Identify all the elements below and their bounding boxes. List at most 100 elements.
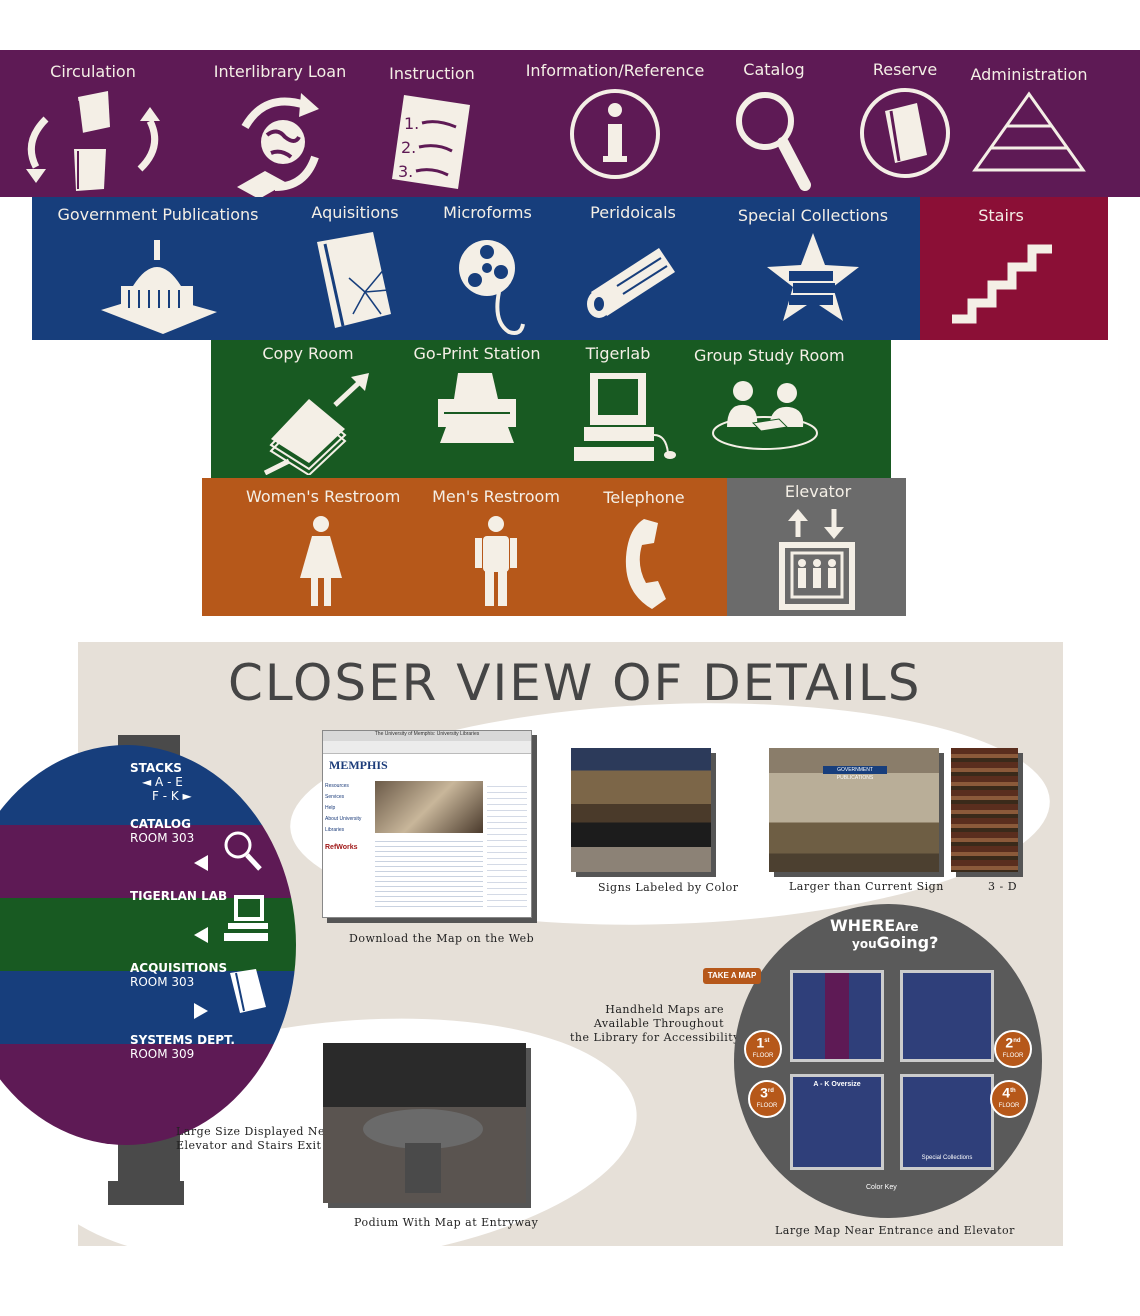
sign-label: Tigerlab xyxy=(585,344,651,363)
sign-label: Women's Restroom xyxy=(246,487,401,506)
instruction-icon: 1. 2. 3. xyxy=(392,95,470,189)
svg-text:2.: 2. xyxy=(401,138,416,157)
photo-gov-sign: GOVERNMENT PUBLICATIONS xyxy=(823,766,887,781)
circulation-icon xyxy=(26,91,160,191)
sign-information-reference: Information/Reference xyxy=(524,61,706,186)
floor-badge-4: 4th FLOOR xyxy=(990,1080,1028,1118)
caption-larger: Larger than Current Sign xyxy=(789,880,944,893)
large-map: WHEREAre youGoing? A - K Oversize Specia… xyxy=(734,904,1042,1218)
wf-systems: SYSTEMS DEPT. ROOM 309 xyxy=(130,1033,235,1061)
sign-interlibrary-loan: Interlibrary Loan xyxy=(205,62,355,199)
paper-stack-icon xyxy=(263,373,369,475)
row1-band xyxy=(0,50,1140,197)
svg-text:3.: 3. xyxy=(398,162,413,181)
elevator-icon xyxy=(779,509,855,610)
pylon-base xyxy=(108,1181,184,1205)
wf-magnifier-icon xyxy=(224,831,262,871)
interlibrary-loan-icon xyxy=(237,93,319,199)
take-a-map-badge: TAKE A MAP xyxy=(703,968,761,984)
sign-label: Elevator xyxy=(784,482,852,501)
wf-arrow-left xyxy=(194,927,208,943)
newspaper-icon xyxy=(587,248,675,318)
photo-podium xyxy=(323,1043,526,1203)
sign-label: Aquisitions xyxy=(311,203,399,222)
sign-tigerlab: Tigerlab xyxy=(570,344,676,465)
caption-3d: 3 - D xyxy=(988,880,1018,893)
caption-handheld: Handheld Maps are Available Throughout t… xyxy=(570,1003,740,1044)
telephone-icon xyxy=(625,519,666,609)
photo-signs-color xyxy=(571,748,711,872)
wf-acquisitions: ACQUISITIONS ROOM 303 xyxy=(130,961,228,989)
sign-government-publications: Government Publications xyxy=(55,205,261,340)
sign-peridoicals: Peridoicals xyxy=(578,203,688,328)
reserve-book-icon xyxy=(860,88,950,178)
sign-label: Peridoicals xyxy=(590,203,676,222)
information-icon xyxy=(570,89,660,179)
sign-go-print-station: Go-Print Station xyxy=(410,344,544,449)
sign-label: Catalog xyxy=(743,60,805,79)
floor3-plan: A - K Oversize xyxy=(790,1074,884,1170)
photo-larger-sign: GOVERNMENT PUBLICATIONS xyxy=(769,748,939,872)
man-icon xyxy=(475,516,517,606)
sign-stairs: Stairs xyxy=(944,206,1058,331)
sign-elevator: Elevator xyxy=(760,482,876,611)
sign-aquisitions: Aquisitions xyxy=(295,203,415,332)
printer-icon xyxy=(438,373,516,443)
book-icon xyxy=(317,232,391,328)
sign-label: Instruction xyxy=(389,64,475,83)
floor1-plan xyxy=(790,970,884,1062)
sign-copy-room: Copy Room xyxy=(255,344,369,475)
sign-label: Group Study Room xyxy=(694,346,845,365)
sign-mens-restroom: Men's Restroom xyxy=(430,487,562,612)
sign-label: Copy Room xyxy=(262,344,354,363)
sign-label: Telephone xyxy=(603,488,685,507)
caption-web: Download the Map on the Web xyxy=(349,932,535,945)
caption-large-map: Large Map Near Entrance and Elevator xyxy=(775,1224,1015,1237)
sign-circulation: Circulation xyxy=(18,62,168,199)
sign-label: Circulation xyxy=(50,62,136,81)
sign-label: Special Collections xyxy=(737,206,889,225)
sign-label: Men's Restroom xyxy=(432,487,560,506)
sign-instruction: Instruction 1. 2. 3. xyxy=(372,64,492,193)
sign-group-study-room: Group Study Room xyxy=(694,346,845,455)
pyramid-icon xyxy=(972,91,1086,172)
computer-icon xyxy=(574,373,676,461)
sign-special-collections: Special Collections xyxy=(735,206,891,327)
wf-book-icon xyxy=(230,969,266,1013)
capitol-icon xyxy=(101,240,217,334)
caption-podium: Podium With Map at Entryway xyxy=(354,1216,539,1229)
wf-computer-icon xyxy=(224,895,268,941)
wf-arrow-left xyxy=(194,855,208,871)
sign-label: Microforms xyxy=(443,203,532,222)
caption-signs-color: Signs Labeled by Color xyxy=(598,881,739,894)
sign-label: Administration xyxy=(970,65,1088,84)
sign-administration: Administration xyxy=(962,65,1096,180)
floor-badge-1: 1st FLOOR xyxy=(744,1030,782,1068)
pylon-disc xyxy=(0,745,296,1145)
map-color-key-title: Color Key xyxy=(866,1184,897,1191)
wayfinder-sign: STACKS ◄ A - E F - K ► CATALOG ROOM 303 … xyxy=(0,735,296,1205)
stairs-icon xyxy=(952,244,1052,324)
sign-label: Information/Reference xyxy=(525,61,705,80)
svg-text:1.: 1. xyxy=(404,114,419,133)
wf-arrow-right xyxy=(194,1003,208,1019)
group-study-icon xyxy=(712,381,818,450)
caption-large-size: Large Size Displayed Near Elevator and S… xyxy=(176,1125,338,1152)
woman-icon xyxy=(300,516,342,606)
magnifier-icon xyxy=(736,92,811,191)
web-screenshot: The University of Memphis: University Li… xyxy=(322,730,532,918)
wf-catalog: CATALOG ROOM 303 xyxy=(130,817,195,845)
wf-stacks: STACKS ◄ A - E F - K ► xyxy=(130,761,192,803)
sign-catalog: Catalog xyxy=(714,60,834,195)
sign-telephone: Telephone xyxy=(596,488,692,613)
sign-reserve: Reserve xyxy=(855,60,955,185)
sign-microforms: Microforms xyxy=(430,203,545,338)
sign-label: Government Publications xyxy=(57,205,259,224)
sign-womens-restroom: Women's Restroom xyxy=(246,487,401,612)
star-books-icon xyxy=(767,233,859,321)
sign-label: Reserve xyxy=(872,60,938,79)
floor-badge-3: 3rd FLOOR xyxy=(748,1080,786,1118)
floor2-plan xyxy=(900,970,994,1062)
floor-badge-2: 2nd FLOOR xyxy=(994,1030,1032,1068)
floor4-plan: Special Collections xyxy=(900,1074,994,1170)
